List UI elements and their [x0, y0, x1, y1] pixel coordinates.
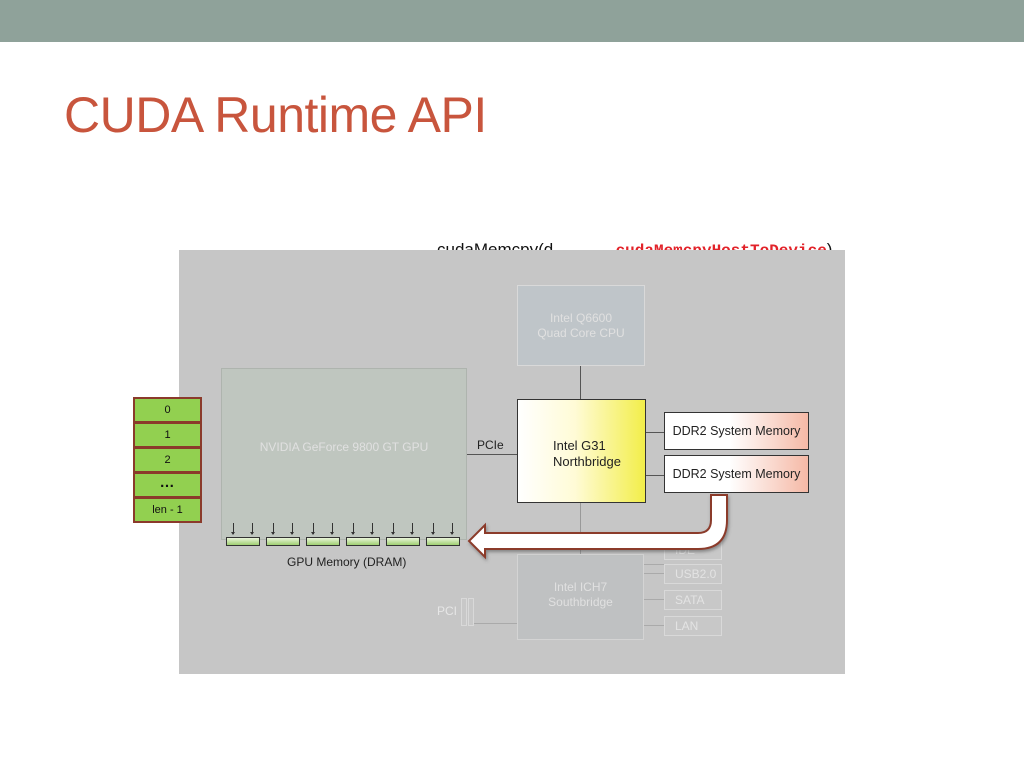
gpu-box: NVIDIA GeForce 9800 GT GPU [221, 368, 467, 540]
gpu-memory-chip [426, 537, 460, 546]
memory-bus-pin [450, 523, 454, 535]
southbridge-box: Intel ICH7 Southbridge [517, 554, 644, 640]
host-to-device-arrow [467, 494, 728, 560]
memory-bus-pin [250, 523, 254, 535]
memory-bus-pin [311, 523, 315, 535]
pci-slot-2 [468, 598, 474, 626]
gpu-memory-chip [386, 537, 420, 546]
lan-link [644, 625, 664, 626]
array-cell: 1 [133, 422, 202, 448]
array-cell: 2 [133, 447, 202, 473]
port-lan: LAN [664, 616, 722, 636]
cpu-label-2: Quad Core CPU [537, 326, 625, 340]
pci-link [470, 623, 517, 624]
port-usb: USB2.0 [664, 564, 722, 584]
northbridge-box: Intel G31 Northbridge [517, 399, 646, 503]
ddr2-link [646, 475, 664, 476]
southbridge-label-1: Intel ICH7 [553, 580, 608, 594]
pci-slot-1 [461, 598, 467, 626]
gpu-memory-chip [266, 537, 300, 546]
ddr1-link [646, 432, 664, 433]
memory-bus-pin [290, 523, 294, 535]
memory-bus-pin [351, 523, 355, 535]
ddr-memory-1: DDR2 System Memory [664, 412, 809, 450]
system-diagram: Intel Q6600 Quad Core CPU NVIDIA GeForce… [179, 250, 845, 674]
pcie-label: PCIe [477, 438, 504, 452]
pcie-link [467, 454, 517, 455]
gpu-memory-label: GPU Memory (DRAM) [287, 555, 407, 569]
cpu-box: Intel Q6600 Quad Core CPU [517, 285, 645, 366]
memory-bus-pin [231, 523, 235, 535]
southbridge-label-2: Southbridge [548, 595, 613, 609]
ddr-memory-2: DDR2 System Memory [664, 455, 809, 493]
cpu-label-1: Intel Q6600 [549, 311, 613, 325]
northbridge-label-2: Northbridge [553, 454, 621, 469]
northbridge-label-1: Intel G31 [553, 438, 606, 453]
north-south-link [580, 503, 581, 554]
array-cell-ellipsis: … [133, 472, 202, 498]
usb-link [644, 573, 664, 574]
cpu-northbridge-link [580, 366, 581, 399]
arrow-shape [467, 494, 728, 560]
memory-bus-pin [271, 523, 275, 535]
array-cell: 0 [133, 397, 202, 423]
top-accent-bar [0, 0, 1024, 42]
gpu-memory-chip [346, 537, 380, 546]
slide-title: CUDA Runtime API [64, 87, 487, 143]
port-sata: SATA [664, 590, 722, 610]
array-cell-last: len - 1 [133, 497, 202, 523]
ide-link [644, 564, 664, 565]
pci-label: PCI [437, 604, 458, 618]
gpu-memory-chip [306, 537, 340, 546]
memory-bus-pin [330, 523, 334, 535]
gpu-label: NVIDIA GeForce 9800 GT GPU [259, 440, 429, 454]
host-array: 0 1 2 … len - 1 [133, 397, 202, 523]
memory-bus-pin [391, 523, 395, 535]
gpu-memory-chip [226, 537, 260, 546]
sata-link [644, 599, 664, 600]
memory-bus-pin [410, 523, 414, 535]
caption-suffix: ) [827, 240, 833, 259]
memory-bus-pin [370, 523, 374, 535]
memory-bus-pin [431, 523, 435, 535]
